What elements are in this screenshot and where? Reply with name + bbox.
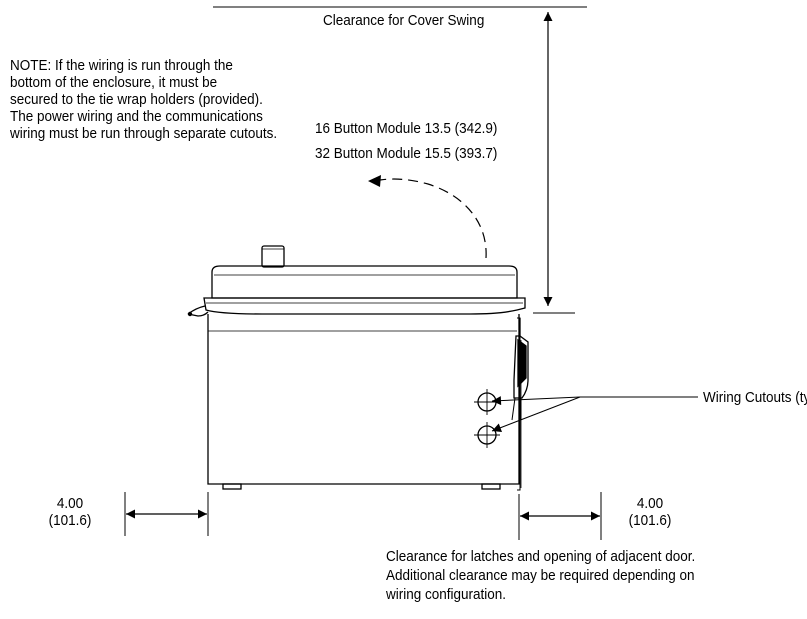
left-foot: [222, 483, 242, 490]
side-panel: [517, 317, 521, 491]
note-line: NOTE: If the wiring is run through the: [10, 57, 233, 74]
right-dimension-inches: 4.00: [636, 495, 664, 512]
right-latch: [513, 335, 529, 399]
right-dimension-mm: (101.6): [628, 512, 672, 529]
cover-flange: [203, 297, 526, 315]
note-line: secured to the tie wrap holders (provide…: [10, 91, 263, 108]
latch-note-line: Clearance for latches and opening of adj…: [386, 548, 696, 565]
cover-swing-arc-arrowhead: [368, 175, 381, 187]
cover-clearance-label: Clearance for Cover Swing: [323, 12, 485, 29]
latch-note-line: Additional clearance may be required dep…: [386, 567, 695, 584]
module-32-dimension-label: 32 Button Module 15.5 (393.7): [315, 145, 498, 162]
enclosure-cover: [211, 265, 518, 299]
note-line: wiring must be run through separate cuto…: [10, 125, 278, 142]
note-line: bottom of the enclosure, it must be: [10, 74, 218, 91]
right-foot: [481, 483, 501, 490]
enclosure-body: [207, 314, 520, 485]
cover-swing-arc: [379, 178, 487, 259]
wiring-cutout-top: [474, 389, 500, 415]
module-16-dimension-label: 16 Button Module 13.5 (342.9): [315, 120, 498, 137]
left-dimension-mm: (101.6): [48, 512, 92, 529]
latch-note-line: wiring configuration.: [386, 586, 507, 603]
note-line: The power wiring and the communications: [10, 108, 263, 125]
cover-knob: [261, 245, 285, 268]
enclosure: [187, 245, 529, 491]
wiring-cutouts-label: Wiring Cutouts (typical): [703, 389, 807, 406]
left-dimension-inches: 4.00: [56, 495, 84, 512]
cutout-leader-top: [491, 396, 581, 406]
wiring-cutout-bottom: [474, 422, 500, 448]
cutout-leader-bottom: [491, 396, 581, 432]
